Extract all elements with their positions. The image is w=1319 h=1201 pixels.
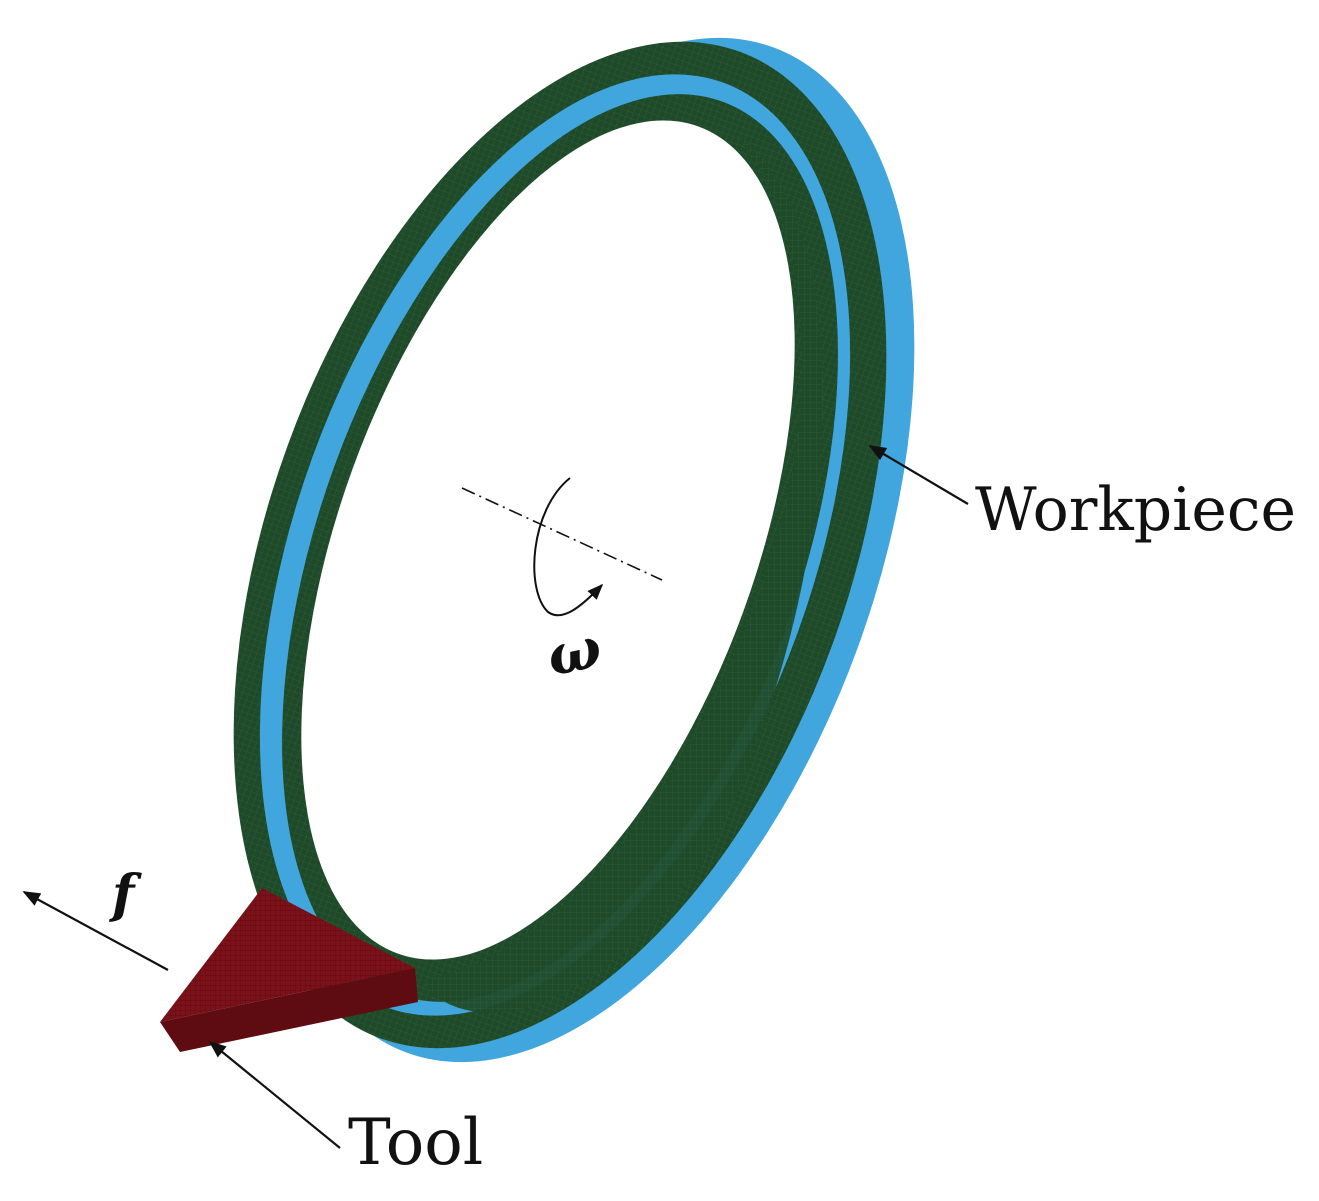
tool-label: Tool xyxy=(348,1106,483,1180)
tool-side-face xyxy=(160,968,418,1052)
workpiece-arrow xyxy=(868,445,969,505)
rotation-arrow xyxy=(533,477,604,617)
tool-arrow xyxy=(208,1040,341,1149)
workpiece-ring xyxy=(233,37,915,1063)
ring-hollow xyxy=(301,120,795,960)
axis-centerline xyxy=(461,487,663,581)
tool-annotation: Tool xyxy=(208,1040,483,1180)
cutting-tool xyxy=(160,888,418,1052)
ring-bore-shadow xyxy=(420,130,823,1013)
tool-top-face xyxy=(160,888,415,1022)
feed-arrow xyxy=(22,891,169,971)
feed-annotation: f xyxy=(22,864,169,971)
workpiece-label: Workpiece xyxy=(975,475,1296,545)
feed-symbol: f xyxy=(108,864,142,925)
workpiece-annotation: Workpiece xyxy=(868,445,1296,545)
